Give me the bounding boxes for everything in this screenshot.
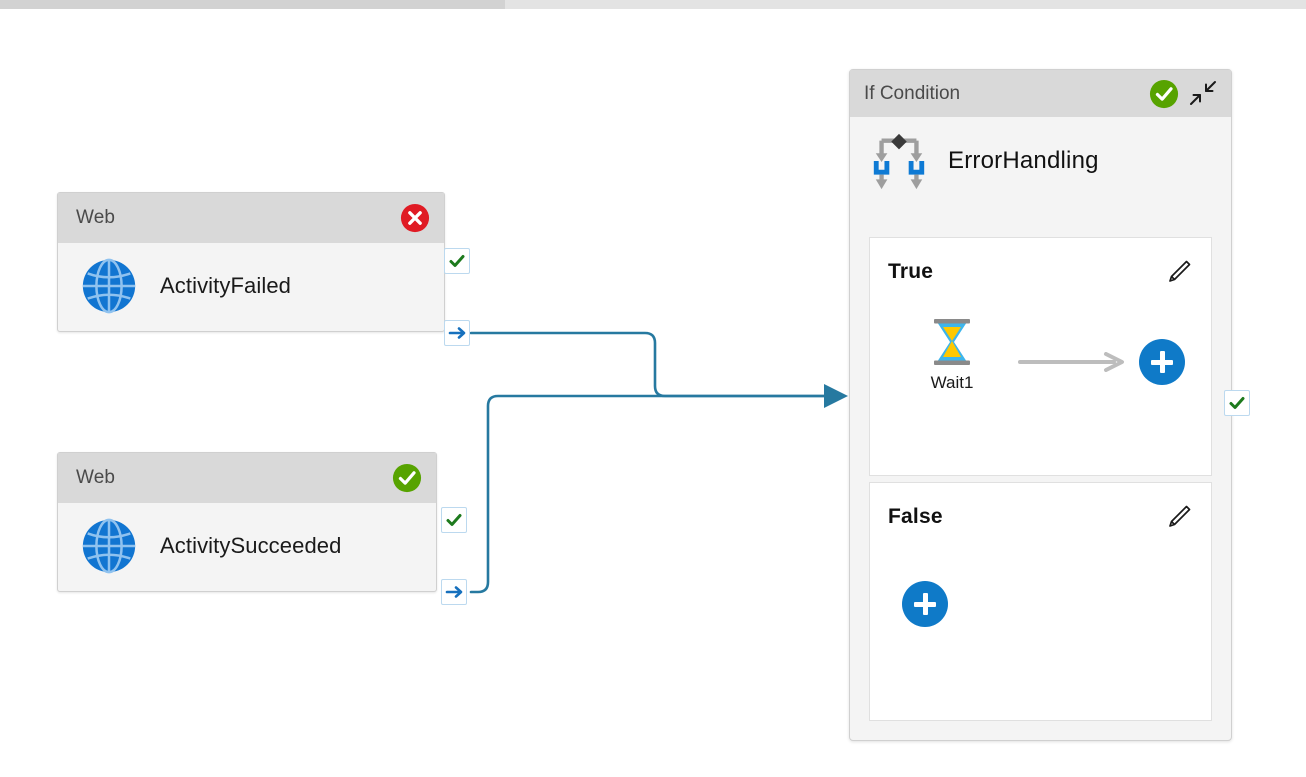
if-condition-success-output-handle[interactable] — [1224, 390, 1250, 416]
activity-card-body: ActivityFailed — [58, 243, 444, 331]
flow-arrow-icon — [1018, 352, 1124, 372]
branch-false-content — [870, 531, 1211, 681]
checkmark-icon — [446, 514, 462, 526]
add-activity-button-false[interactable] — [902, 581, 948, 627]
success-circle-icon — [1149, 79, 1179, 108]
activity-card-header: Web — [58, 193, 444, 243]
pencil-icon[interactable] — [1165, 258, 1193, 286]
activity-wait1-label: Wait1 — [930, 373, 974, 392]
horizontal-scrollbar[interactable] — [0, 0, 1306, 9]
pipeline-canvas[interactable]: Web ActivityFailed — [0, 9, 1306, 777]
activity-failed-completion-output-handle[interactable] — [444, 320, 470, 346]
activity-card-body: ActivitySucceeded — [58, 503, 436, 591]
pencil-icon[interactable] — [1165, 503, 1193, 531]
hourglass-icon — [934, 319, 970, 365]
activity-card-activity-succeeded[interactable]: Web ActivitySucceeded — [57, 452, 437, 592]
activity-card-header: Web — [58, 453, 436, 503]
globe-icon — [82, 258, 136, 314]
arrow-right-icon — [445, 586, 462, 598]
error-circle-icon — [400, 203, 430, 233]
plus-icon — [914, 593, 936, 615]
branch-false-header: False — [870, 483, 1211, 531]
activity-type-label: Web — [76, 207, 116, 228]
if-condition-panel[interactable]: If Condition — [849, 69, 1232, 741]
branch-true-label: True — [888, 260, 934, 283]
activity-type-label: Web — [76, 467, 116, 488]
checkmark-icon — [1229, 397, 1245, 409]
activity-failed-success-output-handle[interactable] — [444, 248, 470, 274]
globe-icon — [82, 518, 136, 574]
branch-true-header: True — [870, 238, 1211, 286]
branch-false[interactable]: False — [869, 482, 1212, 721]
branch-false-label: False — [888, 505, 943, 528]
activity-wait1[interactable]: Wait1 — [906, 318, 998, 393]
if-condition-type-label: If Condition — [864, 82, 961, 104]
branch-true-content: Wait1 — [870, 286, 1211, 436]
if-condition-header: If Condition — [850, 70, 1231, 117]
if-condition-icon — [873, 133, 925, 190]
activity-name: ActivitySucceeded — [160, 533, 342, 558]
checkmark-icon — [449, 255, 465, 267]
if-condition-name: ErrorHandling — [948, 147, 1099, 174]
plus-icon — [1151, 351, 1173, 373]
activity-succeeded-completion-output-handle[interactable] — [441, 579, 467, 605]
add-activity-button-true[interactable] — [1139, 339, 1185, 385]
activity-succeeded-success-output-handle[interactable] — [441, 507, 467, 533]
horizontal-scrollbar-thumb[interactable] — [0, 0, 505, 9]
activity-card-activity-failed[interactable]: Web ActivityFailed — [57, 192, 445, 332]
arrow-right-icon — [448, 327, 465, 339]
branch-true[interactable]: True Wait1 — [869, 237, 1212, 476]
collapse-arrows-icon[interactable] — [1187, 79, 1219, 109]
if-condition-subheader: ErrorHandling — [850, 117, 1231, 205]
activity-name: ActivityFailed — [160, 273, 291, 298]
success-circle-icon — [392, 463, 422, 493]
